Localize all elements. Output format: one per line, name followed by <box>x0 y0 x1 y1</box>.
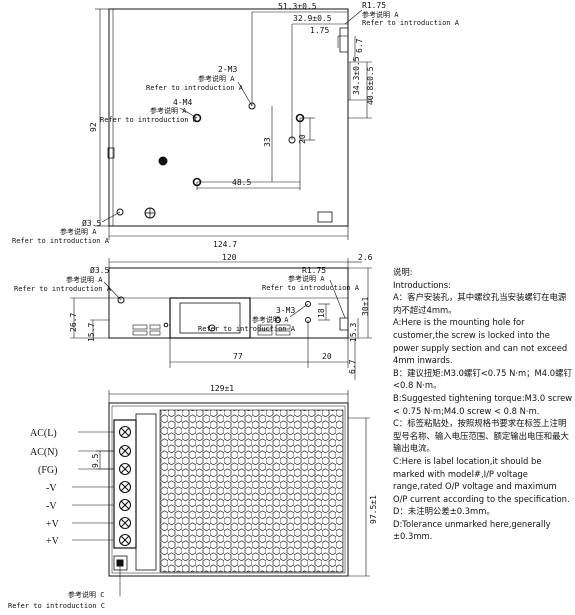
side-dim-2-6: 2.6 <box>358 253 373 262</box>
side-m3-hole-2 <box>305 301 311 307</box>
m4-hole-upper <box>192 113 202 123</box>
side-dim-26-7: 26.7 <box>69 313 78 332</box>
front-ref-cn-c: 参考说明 C <box>68 590 104 599</box>
front-ref-en-c: Refer to introduction C <box>8 602 105 610</box>
notes-title-en: Introductions: <box>393 279 451 290</box>
top-view-outline <box>108 8 349 227</box>
side-dim-r1-75: R1.75 <box>302 266 326 275</box>
front-view-labels: 129±1 97.5±1 9.5 AC(L) AC(N) (FG) -V -V … <box>8 384 378 610</box>
side-dim-77: 77 <box>233 352 243 361</box>
label-location <box>113 555 128 571</box>
vent-area <box>160 410 343 572</box>
side-ref-cn-a-2: 参考说明 A <box>288 274 325 283</box>
terminal-label-fg: (FG) <box>38 465 57 476</box>
side-dim-30: 30±1 <box>361 297 370 316</box>
note-c-en: C:Here is label location,it should be ma… <box>393 455 570 504</box>
top-dim-20: 20 <box>298 134 307 144</box>
terminal-label-ac-n: AC(N) <box>30 447 58 458</box>
top-dim-height: 92 <box>89 122 98 132</box>
top-ref-en-a-1: Refer to introduction A <box>362 19 460 27</box>
top-dim-width: 124.7 <box>213 240 237 249</box>
top-ref-cn-a-2: 参考说明 A <box>198 74 235 83</box>
side-dim-d3-5: Ø3.5 <box>90 265 109 275</box>
note-c-cn: C：标签粘贴处，按照规格书要求在标签上注明型号名称、输入电压范围、额定输出电压和… <box>393 418 569 454</box>
top-ref-cn-a-3: 参考说明 A <box>150 106 187 115</box>
side-dim-3m3: 3-M3 <box>276 306 295 315</box>
side-screw <box>208 324 216 332</box>
front-dim-97-5: 97.5±1 <box>369 495 378 524</box>
top-view-labels: 124.7 92 51.3±0.5 32.9±0.5 1.75 R1.75 参考… <box>12 1 460 249</box>
side-view-labels: 120 2.6 Ø3.5 参考说明 A Refer to introductio… <box>14 253 373 374</box>
terminal-label-pos-v-2: +V <box>46 536 60 547</box>
top-view <box>95 8 372 240</box>
top-dim-34-3: 34.3±0.5 <box>352 56 361 95</box>
notes-title-cn: 说明: <box>393 267 413 277</box>
top-ref-en-a-3: Refer to introduction A <box>100 116 198 124</box>
side-ref-cn-a-1: 参考说明 A <box>66 275 103 284</box>
top-dim-40-8: 40.8±0.5 <box>366 66 375 105</box>
side-dim-15-3: 15.3 <box>349 323 358 342</box>
introductions-notes: 说明: Introductions: A：客户安装孔，其中螺纹孔当安装螺钉在电源… <box>393 266 573 543</box>
front-dim-9-5: 9.5 <box>91 453 100 468</box>
top-ref-cn-a-1: 参考说明 A <box>362 10 399 19</box>
side-mount-hole <box>117 296 125 304</box>
note-a-en: A:Here is the mounting hole for customer… <box>393 317 568 366</box>
top-dim-32-9: 32.9±0.5 <box>293 14 332 23</box>
mount-hole-corner <box>116 208 124 216</box>
top-ref-en-a-4: Refer to introduction A <box>12 237 110 245</box>
side-view <box>70 258 372 380</box>
side-dim-15-7: 15.7 <box>87 323 96 342</box>
note-d-en: D:Tolerance unmarked here,generally ±0.3… <box>393 518 551 542</box>
side-bracket <box>169 297 251 339</box>
terminal-label-neg-v-2: -V <box>46 501 57 512</box>
side-dim-120: 120 <box>222 253 237 262</box>
ground-screw <box>158 156 168 166</box>
side-ref-en-a-3: Refer to introduction A <box>198 325 296 333</box>
top-dim-1-75: 1.75 <box>310 26 329 35</box>
top-ref-en-a-2: Refer to introduction A <box>146 84 244 92</box>
note-a-cn: A：客户安装孔，其中螺纹孔当安装螺钉在电源内不超过4mm。 <box>393 292 567 315</box>
side-ref-en-a-1: Refer to introduction A <box>14 285 112 293</box>
top-dim-d3-5: Ø3.5 <box>82 218 101 228</box>
side-ref-en-a-2: Refer to introduction A <box>262 284 360 292</box>
terminal-label-pos-v-1: +V <box>46 519 60 530</box>
terminal-label-ac-l: AC(L) <box>30 428 57 439</box>
side-m3-hole-1 <box>275 317 281 323</box>
top-dim-6-7: 6.7 <box>355 38 364 53</box>
top-callout-4m4: 4-M4 <box>173 98 192 107</box>
top-dim-r1-75: R1.75 <box>362 1 386 10</box>
front-view-outline <box>108 402 349 577</box>
side-dim-20: 20 <box>322 352 332 361</box>
top-dim-33: 33 <box>263 137 272 147</box>
note-b-en: B:Suggested tightening torque:M3.0 screw… <box>393 392 573 416</box>
front-dim-129: 129±1 <box>210 384 234 393</box>
note-d-cn: D：未注明公差±0.3mm。 <box>393 506 495 517</box>
side-dim-6-7: 6.7 <box>348 359 357 374</box>
top-ref-cn-a-4: 参考说明 A <box>60 227 97 236</box>
front-view <box>72 390 370 596</box>
side-dim-18: 18 <box>317 308 326 318</box>
top-dim-48-5: 48.5 <box>232 178 251 187</box>
terminal-label-neg-v-1: -V <box>46 483 57 494</box>
top-callout-2m3: 2-M3 <box>218 65 237 74</box>
terminal-screws <box>118 425 132 547</box>
side-ref-cn-a-3: 参考说明 A <box>252 315 289 324</box>
note-b-cn: B：建议扭矩:M3.0螺钉<0.75 N·m；M4.0螺钉<0.8 N·m。 <box>393 367 572 391</box>
top-dim-51-3: 51.3±0.5 <box>278 2 317 11</box>
